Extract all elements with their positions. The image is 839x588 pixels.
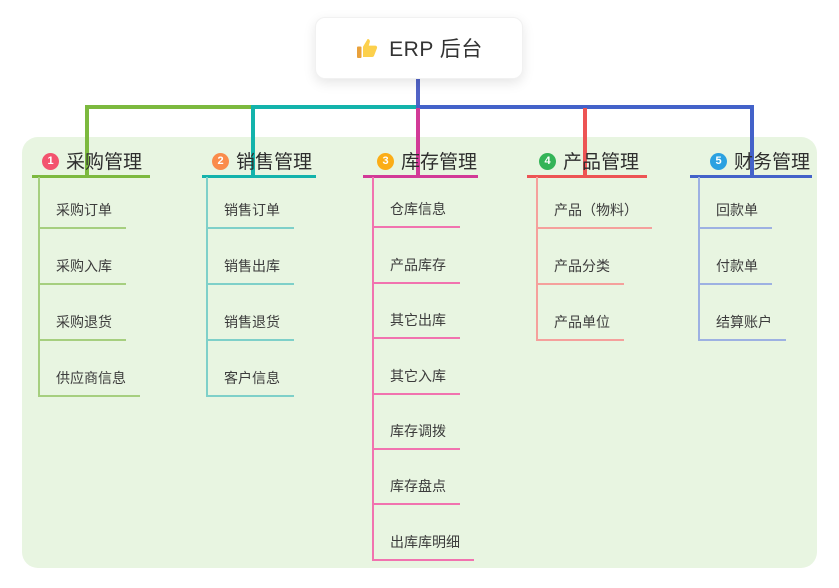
child-label: 采购入库 — [38, 256, 126, 285]
children-connector-line — [372, 177, 374, 561]
thumbs-up-icon — [357, 39, 378, 58]
child-node[interactable]: 付款单 — [698, 229, 786, 285]
branch-header-product[interactable]: 4 产品管理 — [527, 146, 647, 178]
child-node[interactable]: 回款单 — [698, 173, 786, 229]
branch-label: 财务管理 — [734, 152, 811, 173]
branch-children-finance: 回款单 付款单 结算账户 — [698, 173, 786, 341]
branch-header-purchase[interactable]: 1 采购管理 — [32, 146, 150, 178]
branches-background-panel — [22, 137, 817, 568]
child-node[interactable]: 库存盘点 — [372, 450, 474, 506]
child-label: 产品分类 — [536, 256, 624, 285]
branch-children-sales: 销售订单 销售出库 销售退货 客户信息 — [206, 173, 294, 397]
connector-sales — [251, 105, 418, 109]
child-node[interactable]: 采购入库 — [38, 229, 140, 285]
child-label: 回款单 — [698, 200, 772, 229]
root-node-title: ERP 后台 — [389, 38, 483, 61]
child-node[interactable]: 其它出库 — [372, 284, 474, 340]
child-label: 结算账户 — [698, 312, 786, 341]
child-label: 销售退货 — [206, 312, 294, 341]
child-node[interactable]: 产品分类 — [536, 229, 652, 285]
branch-number-badge: 2 — [212, 152, 229, 170]
root-connector-line — [416, 79, 420, 106]
child-label: 供应商信息 — [38, 368, 140, 397]
child-label: 客户信息 — [206, 368, 294, 397]
connector-finance — [416, 105, 754, 109]
branch-header-finance[interactable]: 5 财务管理 — [690, 146, 812, 178]
branch-children-inventory: 仓库信息 产品库存 其它出库 其它入库 库存调拨 库存盘点 出库库明细 — [372, 173, 474, 561]
children-connector-line — [698, 177, 700, 341]
child-label: 其它入库 — [372, 366, 460, 395]
children-connector-line — [206, 177, 208, 397]
child-label: 库存盘点 — [372, 476, 460, 506]
child-label: 采购退货 — [38, 312, 126, 341]
branch-label: 库存管理 — [401, 152, 478, 173]
child-node[interactable]: 其它入库 — [372, 339, 474, 395]
child-label: 采购订单 — [38, 200, 126, 229]
child-node[interactable]: 销售出库 — [206, 229, 294, 285]
child-node[interactable]: 出库库明细 — [372, 505, 474, 561]
child-node[interactable]: 客户信息 — [206, 341, 294, 397]
child-label: 库存调拨 — [372, 421, 460, 450]
child-label: 其它出库 — [372, 310, 460, 340]
root-node[interactable]: ERP 后台 — [315, 17, 523, 79]
child-node[interactable]: 库存调拨 — [372, 395, 474, 450]
branch-number-badge: 3 — [377, 152, 394, 170]
child-label: 产品（物料） — [536, 200, 652, 229]
connector-purchase — [85, 105, 253, 109]
children-connector-line — [536, 177, 538, 341]
child-label: 仓库信息 — [372, 199, 460, 229]
child-node[interactable]: 结算账户 — [698, 285, 786, 341]
children-connector-line — [38, 177, 40, 397]
child-label: 产品单位 — [536, 312, 624, 341]
drop-line-product — [583, 108, 587, 177]
child-label: 产品库存 — [372, 255, 460, 284]
child-label: 付款单 — [698, 256, 772, 285]
branch-label: 采购管理 — [66, 152, 143, 173]
child-node[interactable]: 销售订单 — [206, 173, 294, 229]
branch-children-purchase: 采购订单 采购入库 采购退货 供应商信息 — [38, 173, 140, 397]
child-node[interactable]: 产品（物料） — [536, 173, 652, 229]
branch-label: 销售管理 — [236, 152, 313, 173]
drop-line-finance — [750, 105, 754, 177]
child-label: 出库库明细 — [372, 532, 474, 561]
branch-number-badge: 1 — [42, 152, 59, 170]
drop-line-sales — [251, 105, 255, 177]
branch-header-sales[interactable]: 2 销售管理 — [202, 146, 316, 178]
branch-number-badge: 4 — [539, 152, 556, 170]
branch-label: 产品管理 — [563, 152, 640, 173]
child-node[interactable]: 销售退货 — [206, 285, 294, 341]
child-node[interactable]: 产品单位 — [536, 285, 652, 341]
drop-line-purchase — [85, 105, 89, 177]
child-node[interactable]: 仓库信息 — [372, 173, 474, 229]
branch-children-product: 产品（物料） 产品分类 产品单位 — [536, 173, 652, 341]
child-label: 销售出库 — [206, 256, 294, 285]
drop-line-inventory — [416, 108, 420, 177]
branch-header-inventory[interactable]: 3 库存管理 — [363, 146, 478, 178]
child-node[interactable]: 产品库存 — [372, 228, 474, 284]
child-node[interactable]: 采购退货 — [38, 285, 140, 341]
child-label: 销售订单 — [206, 200, 294, 229]
branch-number-badge: 5 — [710, 152, 727, 170]
child-node[interactable]: 采购订单 — [38, 173, 140, 229]
child-node[interactable]: 供应商信息 — [38, 341, 140, 397]
